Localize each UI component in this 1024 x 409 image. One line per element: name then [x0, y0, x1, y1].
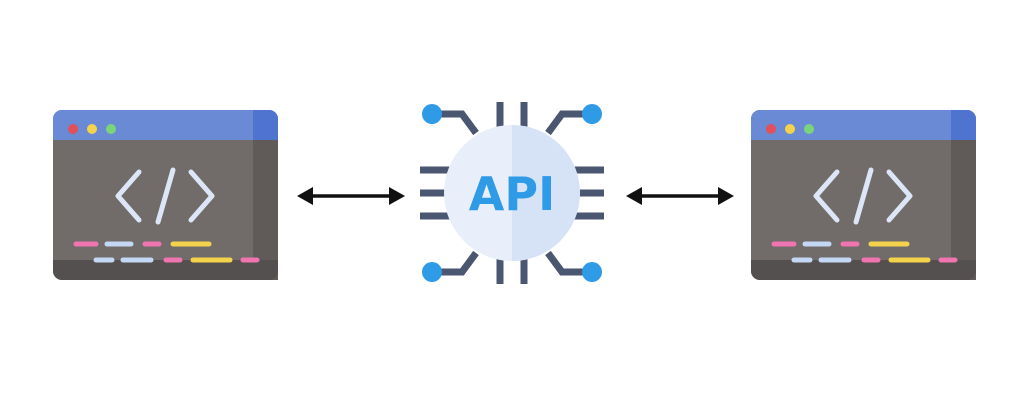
- window-body-right-band: [253, 140, 278, 280]
- window-title-bar-corner: [253, 110, 278, 140]
- node-top-left: [422, 104, 442, 124]
- window-bottom-band: [751, 260, 976, 280]
- window-title-bar: [751, 110, 976, 140]
- node-bottom-right: [582, 262, 602, 282]
- node-top-right: [582, 104, 602, 124]
- code-brackets-icon: [115, 167, 215, 225]
- double-arrow-left: [297, 187, 405, 205]
- window-minimize-dot: [87, 124, 97, 134]
- window-title-bar: [53, 110, 278, 140]
- client-window-right: [751, 110, 976, 280]
- code-brackets-icon: [813, 167, 913, 225]
- window-maximize-dot: [804, 124, 814, 134]
- node-bottom-left: [422, 262, 442, 282]
- window-maximize-dot: [106, 124, 116, 134]
- api-label: API: [469, 167, 555, 221]
- window-close-dot: [766, 124, 776, 134]
- api-chip: API: [420, 102, 604, 284]
- window-minimize-dot: [785, 124, 795, 134]
- window-close-dot: [68, 124, 78, 134]
- double-arrow-right: [626, 187, 734, 205]
- window-body-right-band: [951, 140, 976, 280]
- window-bottom-band: [53, 260, 278, 280]
- client-window-left: [53, 110, 278, 280]
- window-title-bar-corner: [951, 110, 976, 140]
